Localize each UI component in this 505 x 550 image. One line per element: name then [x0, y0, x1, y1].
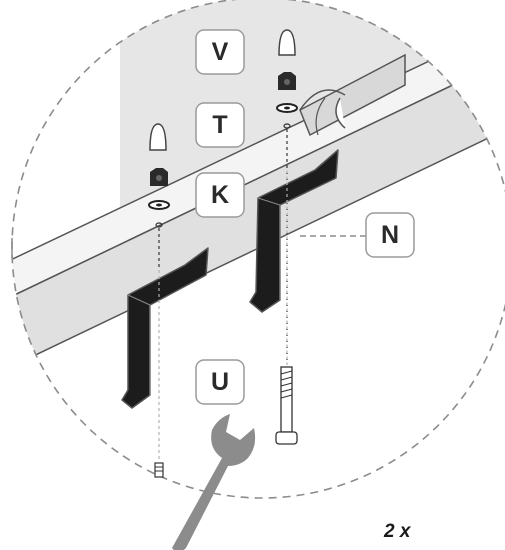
detail-view — [12, 0, 505, 374]
svg-text:N: N — [381, 221, 399, 249]
wrench-icon — [172, 414, 256, 550]
dome-nut-icon — [149, 123, 167, 151]
bracket-icon — [249, 149, 339, 313]
washer-icon — [276, 103, 298, 113]
hex-nut-icon — [278, 72, 296, 90]
dome-nut-icon — [278, 29, 296, 56]
hex-nut-icon — [150, 168, 168, 186]
right-fastener-stack — [276, 29, 298, 365]
tube-rail — [299, 53, 406, 137]
svg-text:T: T — [212, 111, 227, 139]
bracket-icon — [121, 247, 209, 409]
label-k: K — [195, 172, 245, 218]
label-v: V — [195, 29, 245, 75]
threaded-insert-icon — [154, 462, 164, 478]
svg-text:U: U — [211, 368, 229, 396]
svg-text:K: K — [211, 181, 229, 209]
label-t: T — [195, 102, 245, 148]
bolt-icon — [275, 366, 298, 445]
label-u: U — [195, 359, 245, 405]
rail-front-face — [12, 58, 505, 374]
washer-icon — [148, 200, 170, 210]
label-n: N — [365, 212, 415, 258]
quantity-label: 2 x — [384, 521, 411, 542]
svg-text:V: V — [212, 38, 229, 66]
